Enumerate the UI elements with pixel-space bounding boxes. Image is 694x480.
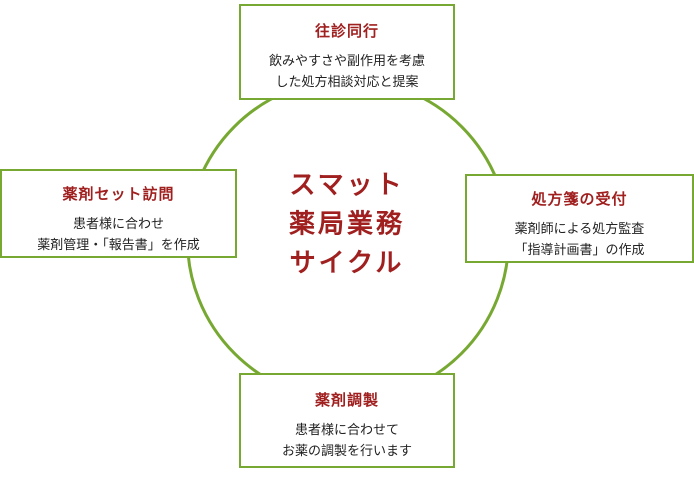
- node-body: 飲みやすさや副作用を考慮 した処方相談対応と提案: [269, 50, 425, 92]
- node-title: 処方箋の受付: [531, 191, 628, 208]
- node-body-line-1: 患者様に合わせ: [72, 216, 164, 231]
- node-body-line-1: 飲みやすさや副作用を考慮: [268, 53, 425, 68]
- center-title-line-2: 薬局業務: [288, 208, 406, 239]
- node-prescription-reception: 処方箋の受付 薬剤師による処方監査 「指導計画書」の作成: [465, 174, 694, 263]
- node-medication-set-visit: 薬剤セット訪問 患者様に合わせ 薬剤管理・「報告書」を作成: [0, 169, 237, 258]
- cycle-center-title: スマット 薬局業務 サイクル: [289, 166, 405, 283]
- node-body: 患者様に合わせて お薬の調製を行います: [282, 419, 412, 461]
- node-dispensing: 薬剤調製 患者様に合わせて お薬の調製を行います: [239, 373, 455, 468]
- node-body: 薬剤師による処方監査 「指導計画書」の作成: [514, 218, 644, 260]
- node-body-line-1: 薬剤師による処方監査: [514, 221, 645, 236]
- node-body-line-2: した処方相談対応と提案: [275, 74, 419, 89]
- node-title: 薬剤調製: [314, 392, 379, 409]
- node-visit-accompany: 往診同行 飲みやすさや副作用を考慮 した処方相談対応と提案: [239, 4, 455, 100]
- node-body-line-2: お薬の調製を行います: [281, 443, 412, 458]
- node-title: 往診同行: [314, 23, 379, 40]
- node-body: 患者様に合わせ 薬剤管理・「報告書」を作成: [37, 213, 200, 255]
- node-title: 薬剤セット訪問: [62, 186, 175, 203]
- node-body-line-2: 薬剤管理・「報告書」を作成: [37, 237, 200, 252]
- center-title-line-3: サイクル: [289, 247, 405, 278]
- node-body-line-2: 「指導計画書」の作成: [514, 242, 645, 257]
- node-body-line-1: 患者様に合わせて: [294, 422, 399, 437]
- center-title-line-1: スマット: [289, 169, 405, 200]
